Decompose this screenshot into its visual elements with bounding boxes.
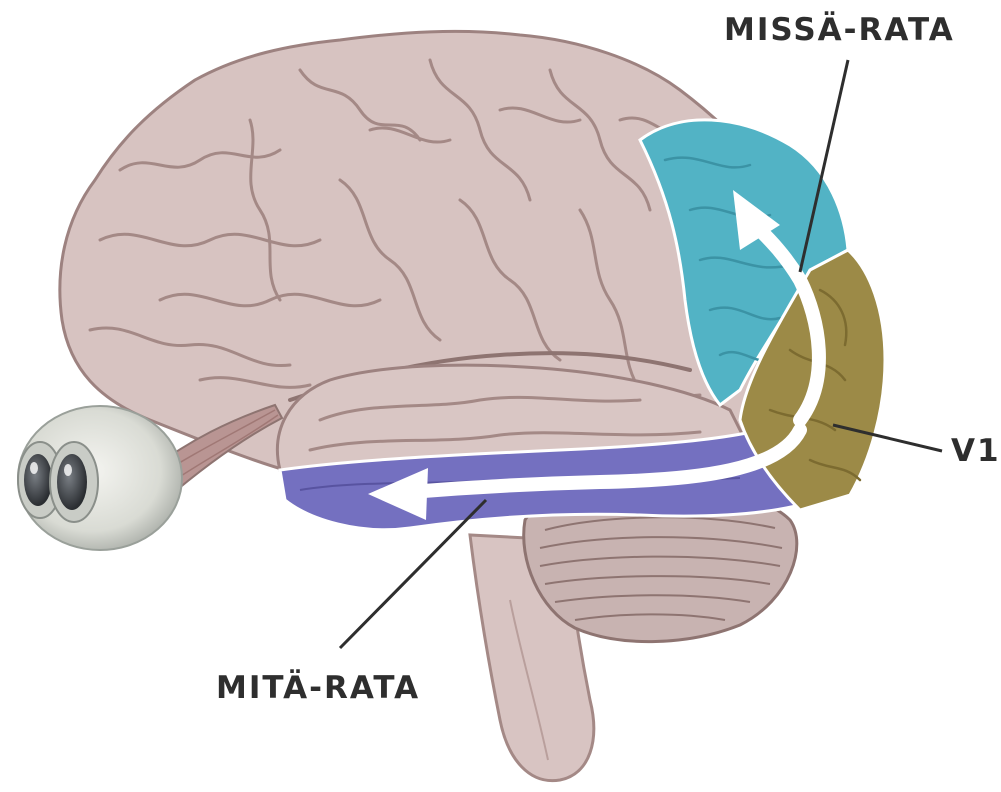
v1-label: V1 xyxy=(951,433,1001,469)
eyeball xyxy=(18,406,182,550)
what-pathway-label: MITÄ-RATA xyxy=(216,670,420,706)
where-pathway-label: MISSÄ-RATA xyxy=(724,12,955,48)
